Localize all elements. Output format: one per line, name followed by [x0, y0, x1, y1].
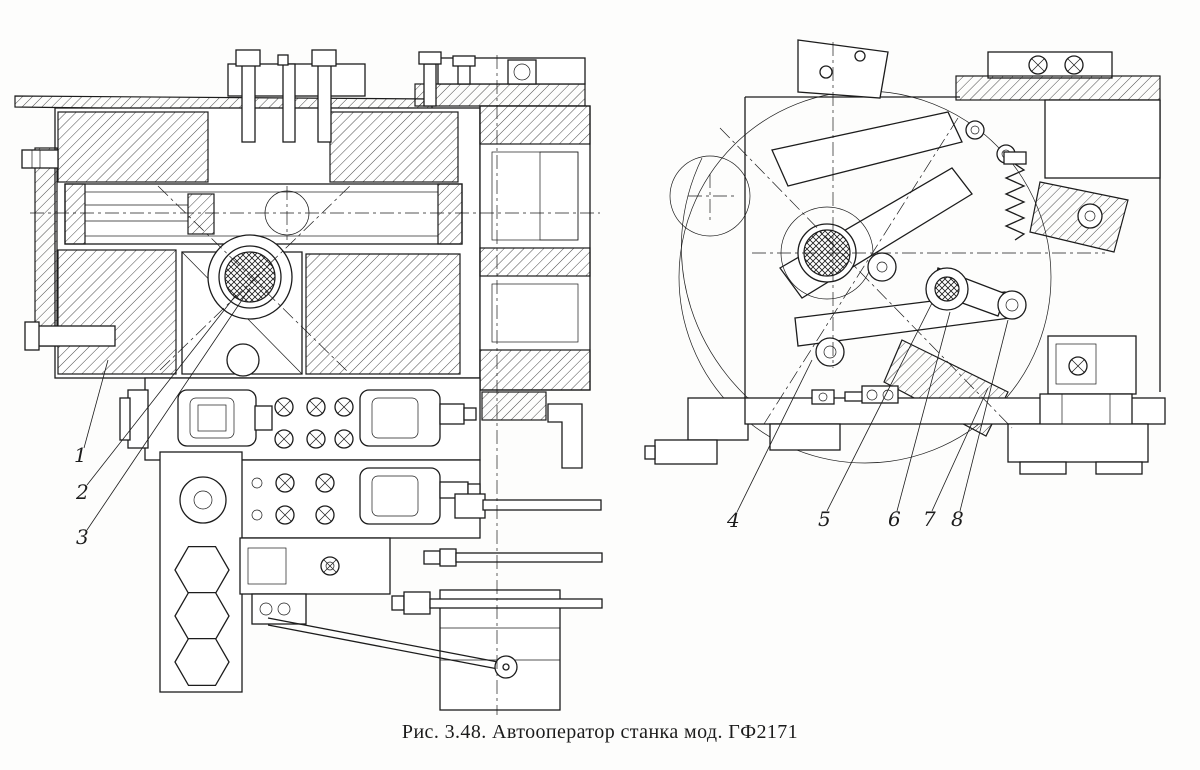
callout-7: 7	[923, 507, 936, 531]
push-rod-2	[455, 552, 603, 563]
right-view: 4 5 6 7 8	[644, 39, 1166, 532]
centerlines-right	[688, 42, 1105, 429]
lower-assembly	[239, 493, 603, 711]
figure-caption: Рис. 3.48. Автооператор станка мод. ГФ21…	[401, 721, 799, 743]
shaft-section	[224, 251, 276, 303]
callout-3: 3	[76, 525, 89, 549]
callout-2: 2	[75, 480, 89, 504]
callout-1: 1	[74, 443, 87, 467]
return-spring	[1003, 151, 1027, 241]
callout-8: 8	[951, 507, 964, 531]
valve-manifold-upper	[119, 377, 583, 469]
left-hex-column	[159, 451, 243, 693]
top-bolt-group-left	[227, 49, 366, 143]
top-bolt-group-right	[414, 51, 586, 107]
push-rod-1	[482, 499, 602, 511]
left-view: 1 2 3	[14, 49, 603, 715]
lever-ball-end	[494, 655, 518, 679]
left-side-fasteners	[21, 147, 116, 351]
base-assembly	[644, 385, 1166, 475]
callout-5: 5	[818, 507, 831, 531]
callout-6: 6	[888, 507, 901, 531]
top-tilted-block	[797, 39, 889, 99]
right-stepped-column	[479, 105, 591, 391]
callout-4: 4	[726, 508, 740, 532]
cylinder-housing	[54, 107, 481, 379]
hook-bracket	[547, 403, 583, 469]
top-right-housing	[955, 51, 1161, 179]
valve-manifold-lower	[237, 459, 481, 539]
centerlines-left	[30, 55, 600, 715]
push-rod-3	[429, 598, 603, 609]
